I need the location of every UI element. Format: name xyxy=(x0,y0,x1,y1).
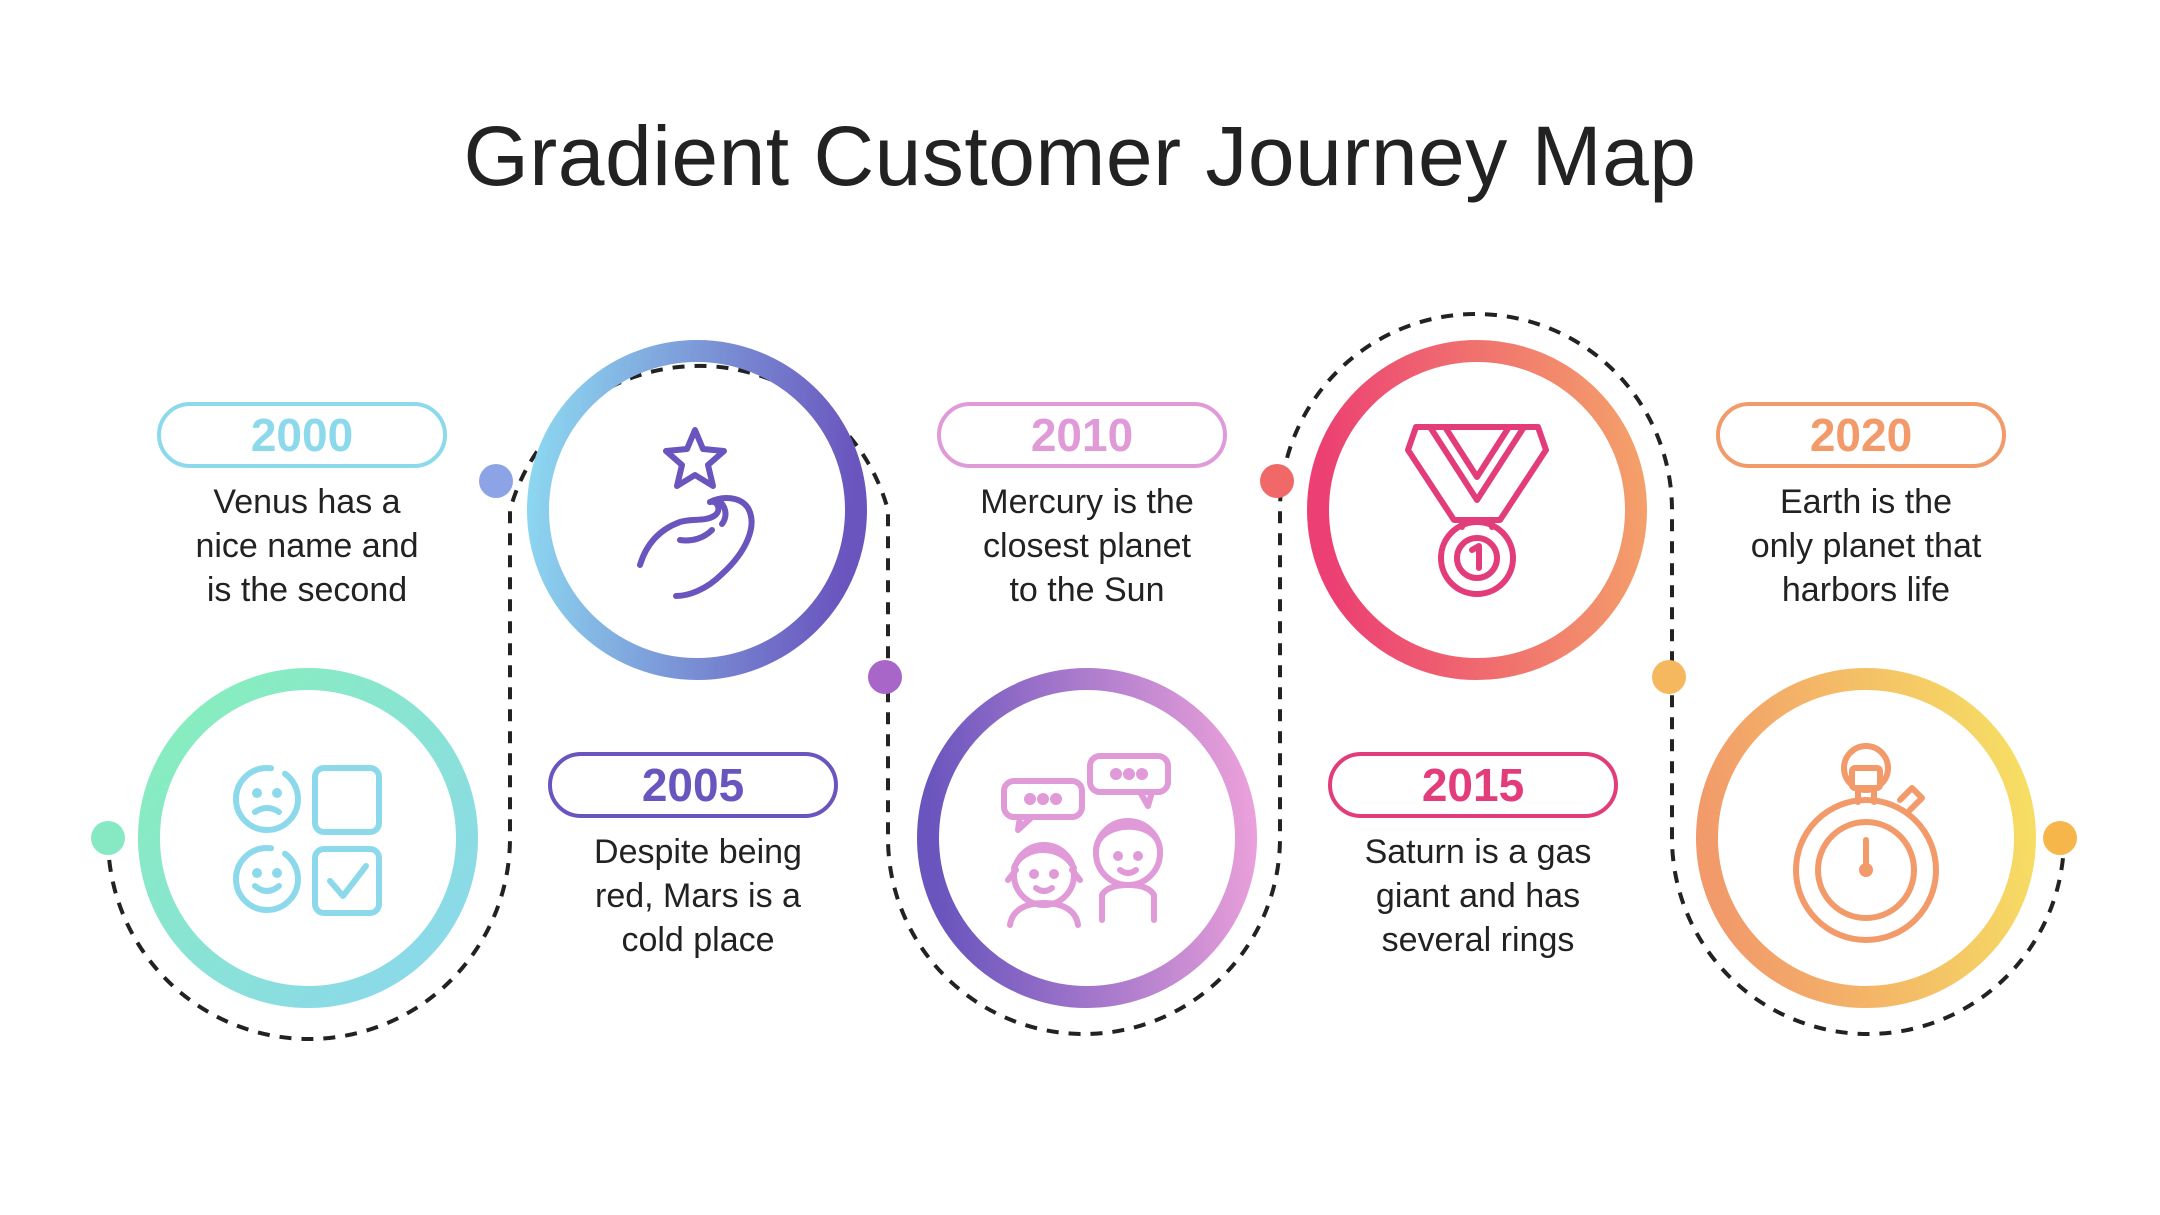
path-dot-5 xyxy=(1652,660,1686,694)
ring-2020 xyxy=(1696,668,2036,1008)
year-badge-2005: 2005 xyxy=(548,752,838,818)
ring-2015 xyxy=(1307,340,1647,680)
people-chat-icon xyxy=(1001,753,1171,928)
medal-icon xyxy=(1405,424,1549,597)
stopwatch-icon xyxy=(1793,743,1939,943)
path-dot-1 xyxy=(91,821,125,855)
feedback-survey-icon xyxy=(233,765,382,916)
year-badge-2020: 2020 xyxy=(1716,402,2006,468)
path-dot-4 xyxy=(1260,464,1294,498)
hand-star-icon xyxy=(637,427,755,599)
dashed-journey-path xyxy=(106,312,2066,1041)
ring-2005 xyxy=(527,340,867,680)
year-badge-2010: 2010 xyxy=(937,402,1227,468)
page-title: Gradient Customer Journey Map xyxy=(463,109,1697,203)
path-dot-6 xyxy=(2043,821,2077,855)
ring-2000 xyxy=(138,668,478,1008)
year-badge-2015: 2015 xyxy=(1328,752,1618,818)
year-badge-2000: 2000 xyxy=(157,402,447,468)
path-dot-3 xyxy=(868,660,902,694)
path-dot-2 xyxy=(479,464,513,498)
ring-2010 xyxy=(917,668,1257,1008)
